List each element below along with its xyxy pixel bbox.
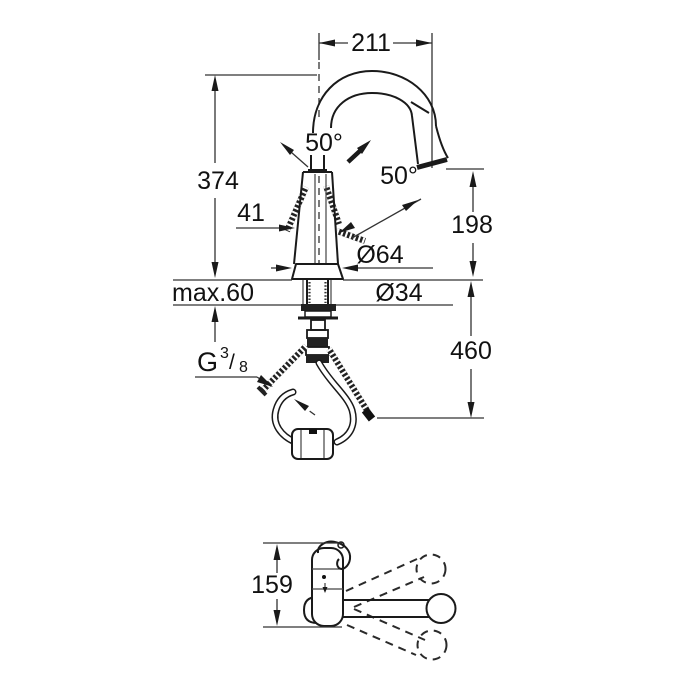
dim-thread-size: G 3 / 8 bbox=[195, 345, 273, 387]
dim-lever-angle-side: 50° bbox=[339, 162, 422, 239]
label-outlet-height: 198 bbox=[451, 211, 493, 239]
label-hole-diameter: Ø34 bbox=[375, 279, 422, 307]
label-lever-angle-side: 50° bbox=[380, 162, 418, 190]
spout-end bbox=[425, 593, 457, 624]
spray-outlet bbox=[416, 157, 448, 170]
label-thread-denominator: 8 bbox=[239, 359, 248, 376]
supply-hose-end-left bbox=[256, 385, 268, 397]
lever-side bbox=[316, 540, 352, 570]
dim-swivel-height: 159 bbox=[251, 542, 342, 628]
label-thread-slash: / bbox=[229, 351, 235, 374]
hose-fitting bbox=[306, 329, 329, 339]
dim-lever-offset: 41 bbox=[236, 199, 295, 232]
label-total-height: 374 bbox=[197, 167, 239, 195]
label-base-diameter: Ø64 bbox=[356, 241, 403, 269]
dim-base-diameter: Ø64 bbox=[271, 241, 433, 272]
shank-tube bbox=[310, 319, 326, 331]
mounting-nut bbox=[301, 304, 336, 311]
swivel-view: 159 bbox=[251, 540, 457, 661]
label-spout-reach: 211 bbox=[351, 29, 391, 57]
label-swivel-height: 159 bbox=[251, 571, 293, 599]
dim-hose-length: 460 bbox=[377, 281, 492, 419]
ghost-spout-down bbox=[416, 629, 448, 661]
spout-arc bbox=[312, 70, 449, 170]
faucet-body bbox=[291, 171, 344, 280]
label-thread-numerator: 3 bbox=[220, 345, 229, 362]
base-flange bbox=[291, 263, 344, 280]
label-lever-offset: 41 bbox=[237, 199, 265, 227]
lever-housing bbox=[308, 155, 327, 172]
label-thread-g: G bbox=[197, 347, 218, 377]
supply-hoses bbox=[256, 343, 376, 422]
dim-lever-angle-front: 50° bbox=[280, 129, 371, 168]
label-hose-length: 460 bbox=[450, 337, 492, 365]
dim-spout-reach: 211 bbox=[318, 29, 433, 168]
counter-section: max.60 Ø34 bbox=[172, 279, 483, 342]
label-lever-angle-front: 50° bbox=[305, 129, 343, 157]
supply-hose-end-right bbox=[361, 407, 376, 422]
dim-total-height: 374 bbox=[197, 74, 317, 278]
spray-head-joint bbox=[410, 101, 430, 114]
pull-out-hose bbox=[271, 359, 357, 460]
mounting-shank bbox=[298, 280, 338, 363]
dim-outlet-height: 198 bbox=[446, 168, 493, 277]
ghost-spout-up bbox=[415, 553, 447, 585]
label-counter-thickness: max.60 bbox=[172, 279, 254, 307]
lever-ghost-positions bbox=[284, 185, 367, 244]
